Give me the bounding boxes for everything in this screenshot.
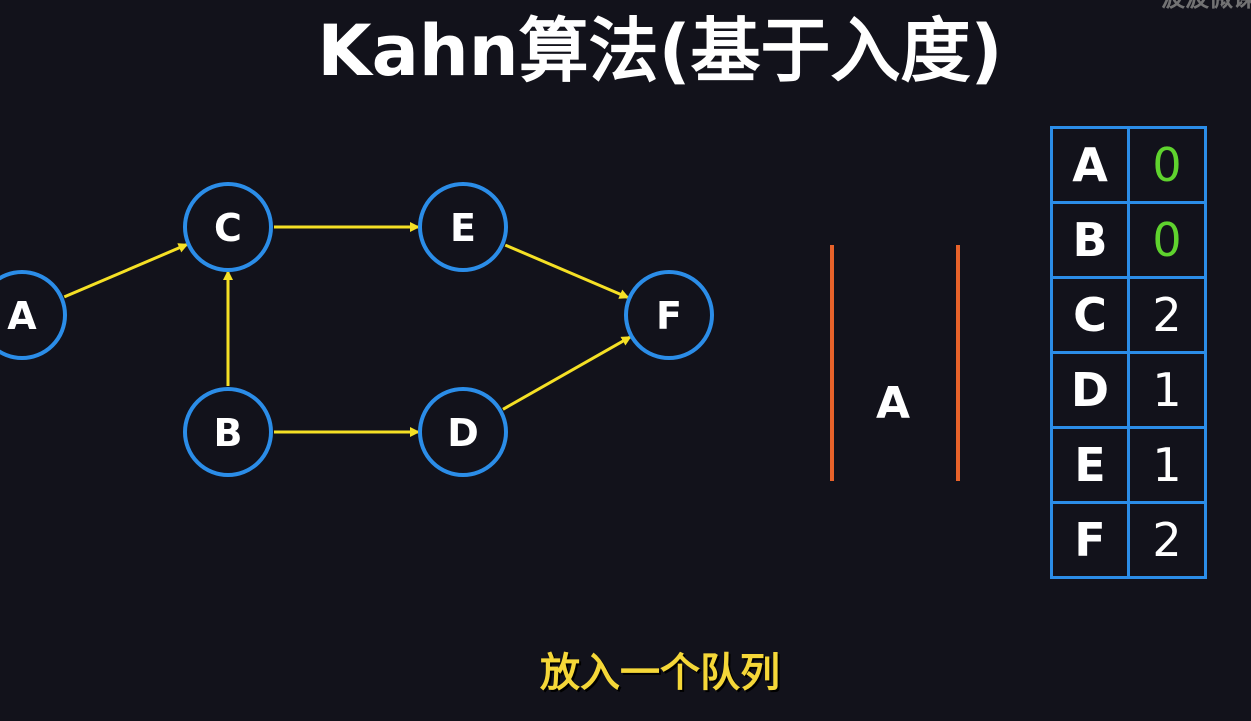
edges-layer <box>63 222 632 437</box>
indegree-node-label: C <box>1050 276 1130 354</box>
node-label: C <box>214 206 242 250</box>
graph-node-c: C <box>183 182 273 272</box>
node-circle <box>418 387 508 477</box>
indegree-value: 1 <box>1127 351 1207 429</box>
nodes-layer: A B C D E F <box>0 182 714 477</box>
indegree-node-label: B <box>1050 201 1130 279</box>
edge-a-c <box>63 243 189 299</box>
node-circle <box>183 182 273 272</box>
indegree-value: 0 <box>1127 201 1207 279</box>
node-label: F <box>656 294 682 338</box>
node-label: A <box>7 294 37 338</box>
indegree-value: 2 <box>1127 276 1207 354</box>
indegree-value: 2 <box>1127 501 1207 579</box>
subtitle-caption: 放入一个队列 <box>540 650 780 696</box>
indegree-value: 1 <box>1127 426 1207 504</box>
node-circle <box>183 387 273 477</box>
graph-node-d: D <box>418 387 508 477</box>
node-circle <box>0 270 67 360</box>
node-label: B <box>214 411 243 455</box>
watermark: 波波微课 <box>1161 0 1251 13</box>
queue-right-wall <box>956 245 960 481</box>
graph-node-f: F <box>624 270 714 360</box>
edge-e-f <box>504 243 630 299</box>
node-label: E <box>450 206 476 250</box>
node-circle <box>418 182 508 272</box>
graph-node-a: A <box>0 270 67 360</box>
node-circle <box>624 270 714 360</box>
page-title: Kahn算法(基于入度) <box>317 10 1003 92</box>
indegree-value: 0 <box>1127 126 1207 204</box>
queue-item-a: A <box>875 378 911 429</box>
indegree-node-label: D <box>1050 351 1130 429</box>
edge-d-f <box>502 335 632 411</box>
indegree-node-label: A <box>1050 126 1130 204</box>
node-label: D <box>447 411 479 455</box>
graph-node-b: B <box>183 387 273 477</box>
graph-node-e: E <box>418 182 508 272</box>
indegree-node-label: F <box>1050 501 1130 579</box>
indegree-node-label: E <box>1050 426 1130 504</box>
queue-left-wall <box>830 245 834 481</box>
